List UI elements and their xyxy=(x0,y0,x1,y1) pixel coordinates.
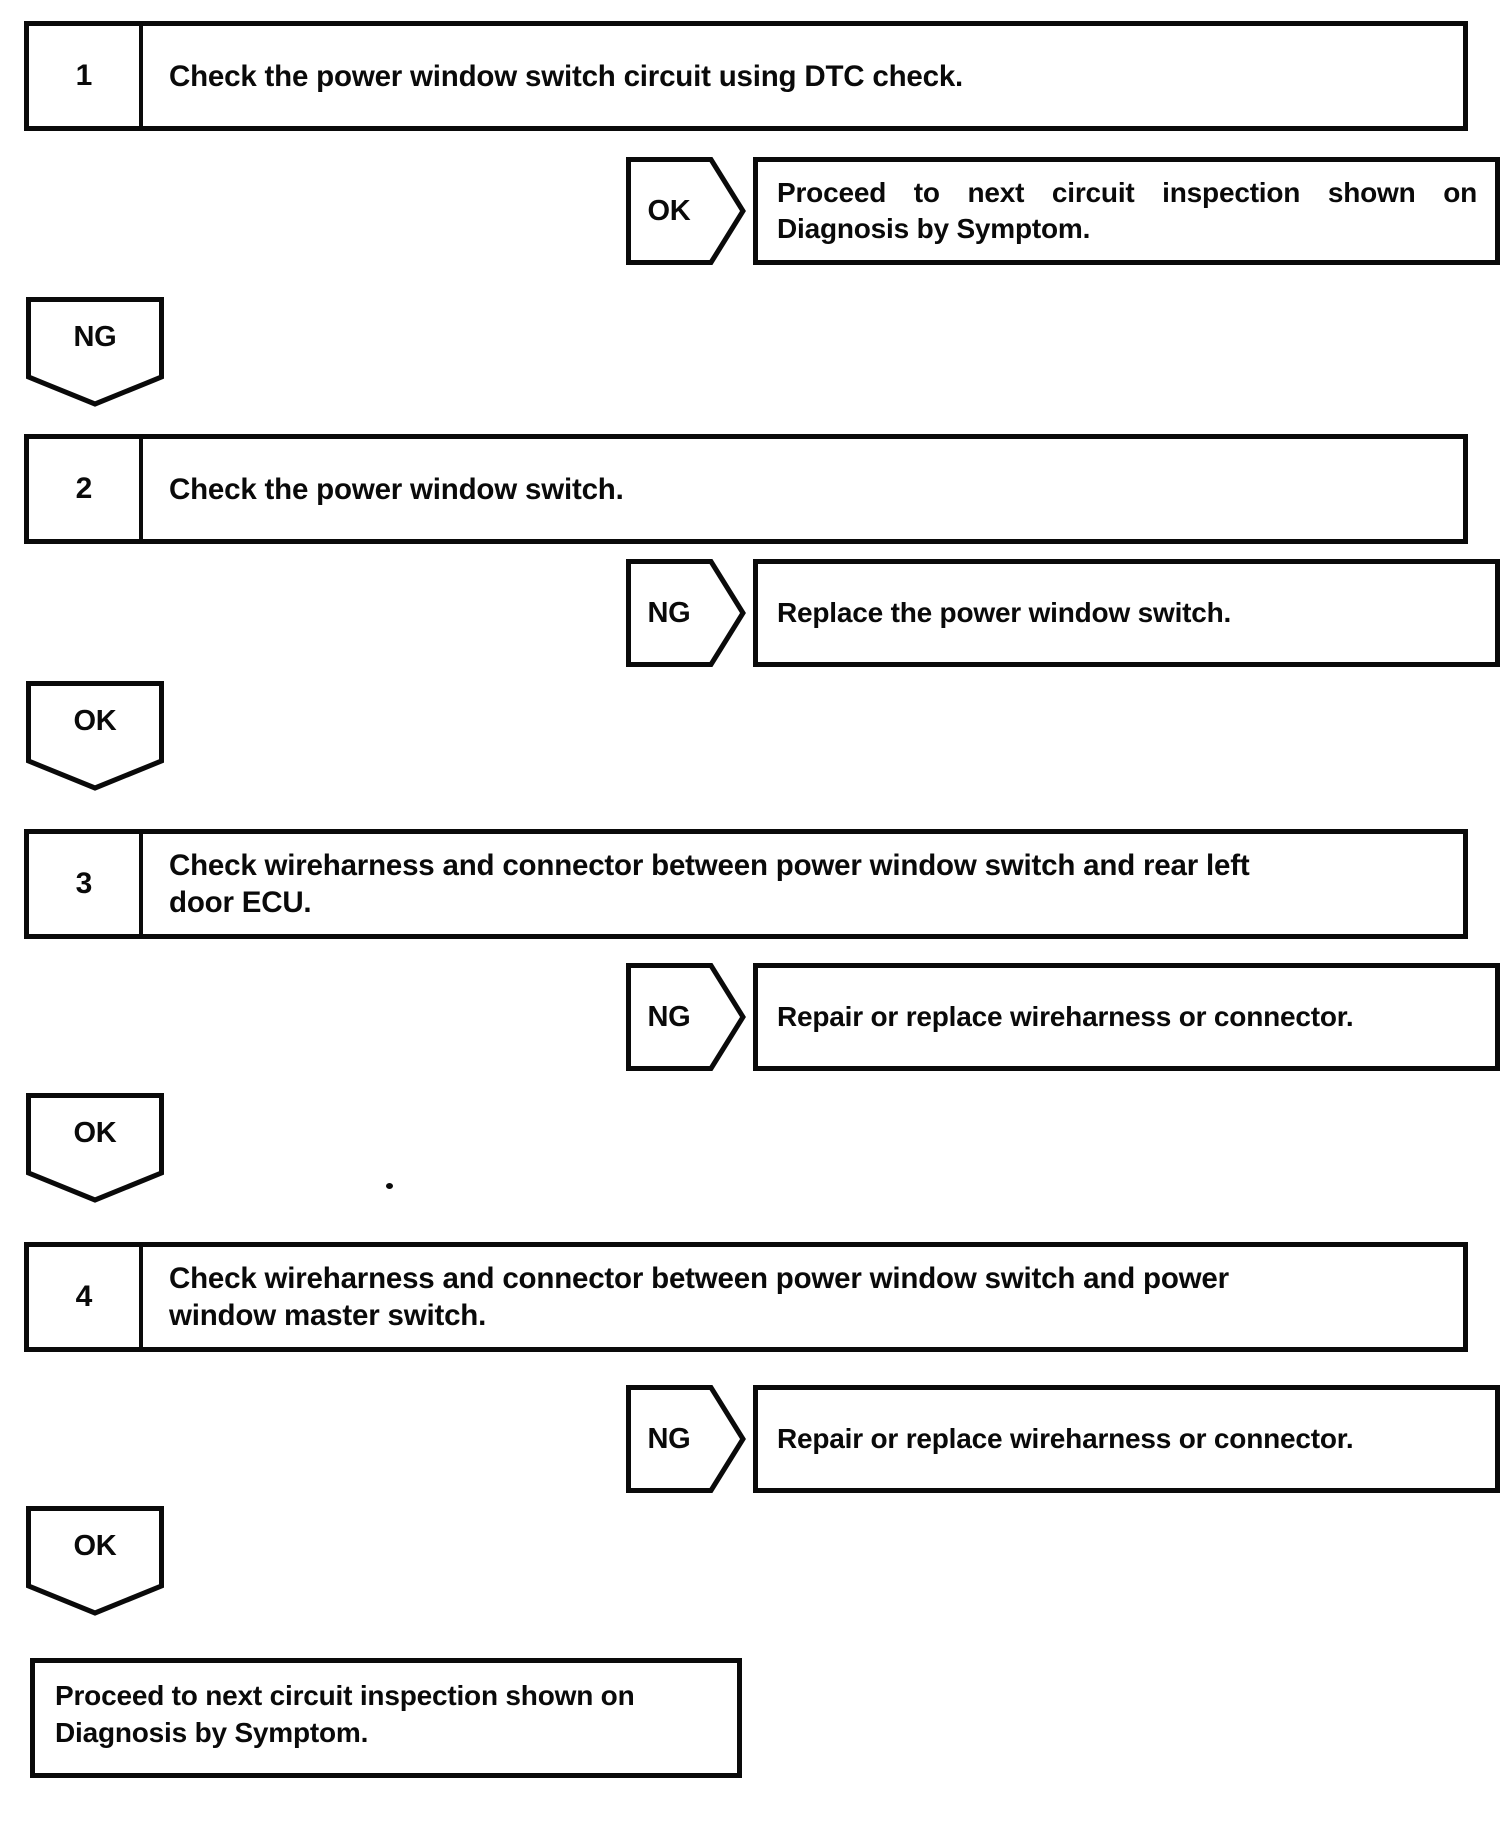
branch-label: NG xyxy=(647,596,691,629)
branch-label: NG xyxy=(647,1422,691,1455)
connector-ng: NG xyxy=(26,297,164,407)
connector-ok: OK xyxy=(26,1506,164,1616)
pentagon-right-icon xyxy=(626,1385,746,1493)
connector-label: NG xyxy=(73,320,117,353)
result-box-4: Repair or replace wireharness or connect… xyxy=(753,1385,1500,1493)
pentagon-right-icon xyxy=(626,559,746,667)
step-title: Check the power window switch circuit us… xyxy=(169,59,964,93)
result-box-1: Proceed to next circuit inspection shown… xyxy=(753,157,1500,265)
step-title: Check wireharness and connector between … xyxy=(169,1262,1229,1332)
step-number: 1 xyxy=(29,26,143,126)
result-text: Proceed to next circuit inspection shown… xyxy=(777,177,1477,244)
connector-ok: OK xyxy=(26,681,164,791)
branch-tag-ng-2: NG xyxy=(626,559,746,667)
result-text: Repair or replace wireharness or connect… xyxy=(777,1423,1354,1454)
final-box: Proceed to next circuit inspection shown… xyxy=(30,1658,742,1778)
result-text: Replace the power window switch. xyxy=(777,597,1232,628)
result-text: Repair or replace wireharness or connect… xyxy=(777,1001,1354,1032)
pentagon-down-icon xyxy=(26,1506,164,1616)
step-title: Check the power window switch. xyxy=(169,472,624,506)
pentagon-down-icon xyxy=(26,681,164,791)
step-number: 2 xyxy=(29,439,143,539)
connector-ok: OK xyxy=(26,1093,164,1203)
branch-tag-ok-1: OK xyxy=(626,157,746,265)
branch-tag-ng-3: NG xyxy=(626,963,746,1071)
connector-label: OK xyxy=(73,1529,117,1562)
branch-label: NG xyxy=(647,1000,691,1033)
step-number: 3 xyxy=(29,834,143,934)
branch-label: OK xyxy=(647,194,691,227)
step-box-3: 3 Check wireharness and connector betwee… xyxy=(24,829,1468,939)
step-title: Check wireharness and connector between … xyxy=(169,849,1250,919)
connector-label: OK xyxy=(73,1116,117,1149)
step-box-2: 2 Check the power window switch. xyxy=(24,434,1468,544)
step-box-1: 1 Check the power window switch circuit … xyxy=(24,21,1468,131)
branch-tag-ng-4: NG xyxy=(626,1385,746,1493)
result-box-3: Repair or replace wireharness or connect… xyxy=(753,963,1500,1071)
step-number: 4 xyxy=(29,1247,143,1347)
connector-label: OK xyxy=(73,704,117,737)
scan-artifact-dot xyxy=(386,1183,393,1189)
result-box-2: Replace the power window switch. xyxy=(753,559,1500,667)
pentagon-right-icon xyxy=(626,157,746,265)
pentagon-right-icon xyxy=(626,963,746,1071)
pentagon-down-icon xyxy=(26,1093,164,1203)
step-box-4: 4 Check wireharness and connector betwee… xyxy=(24,1242,1468,1352)
pentagon-down-icon xyxy=(26,297,164,407)
